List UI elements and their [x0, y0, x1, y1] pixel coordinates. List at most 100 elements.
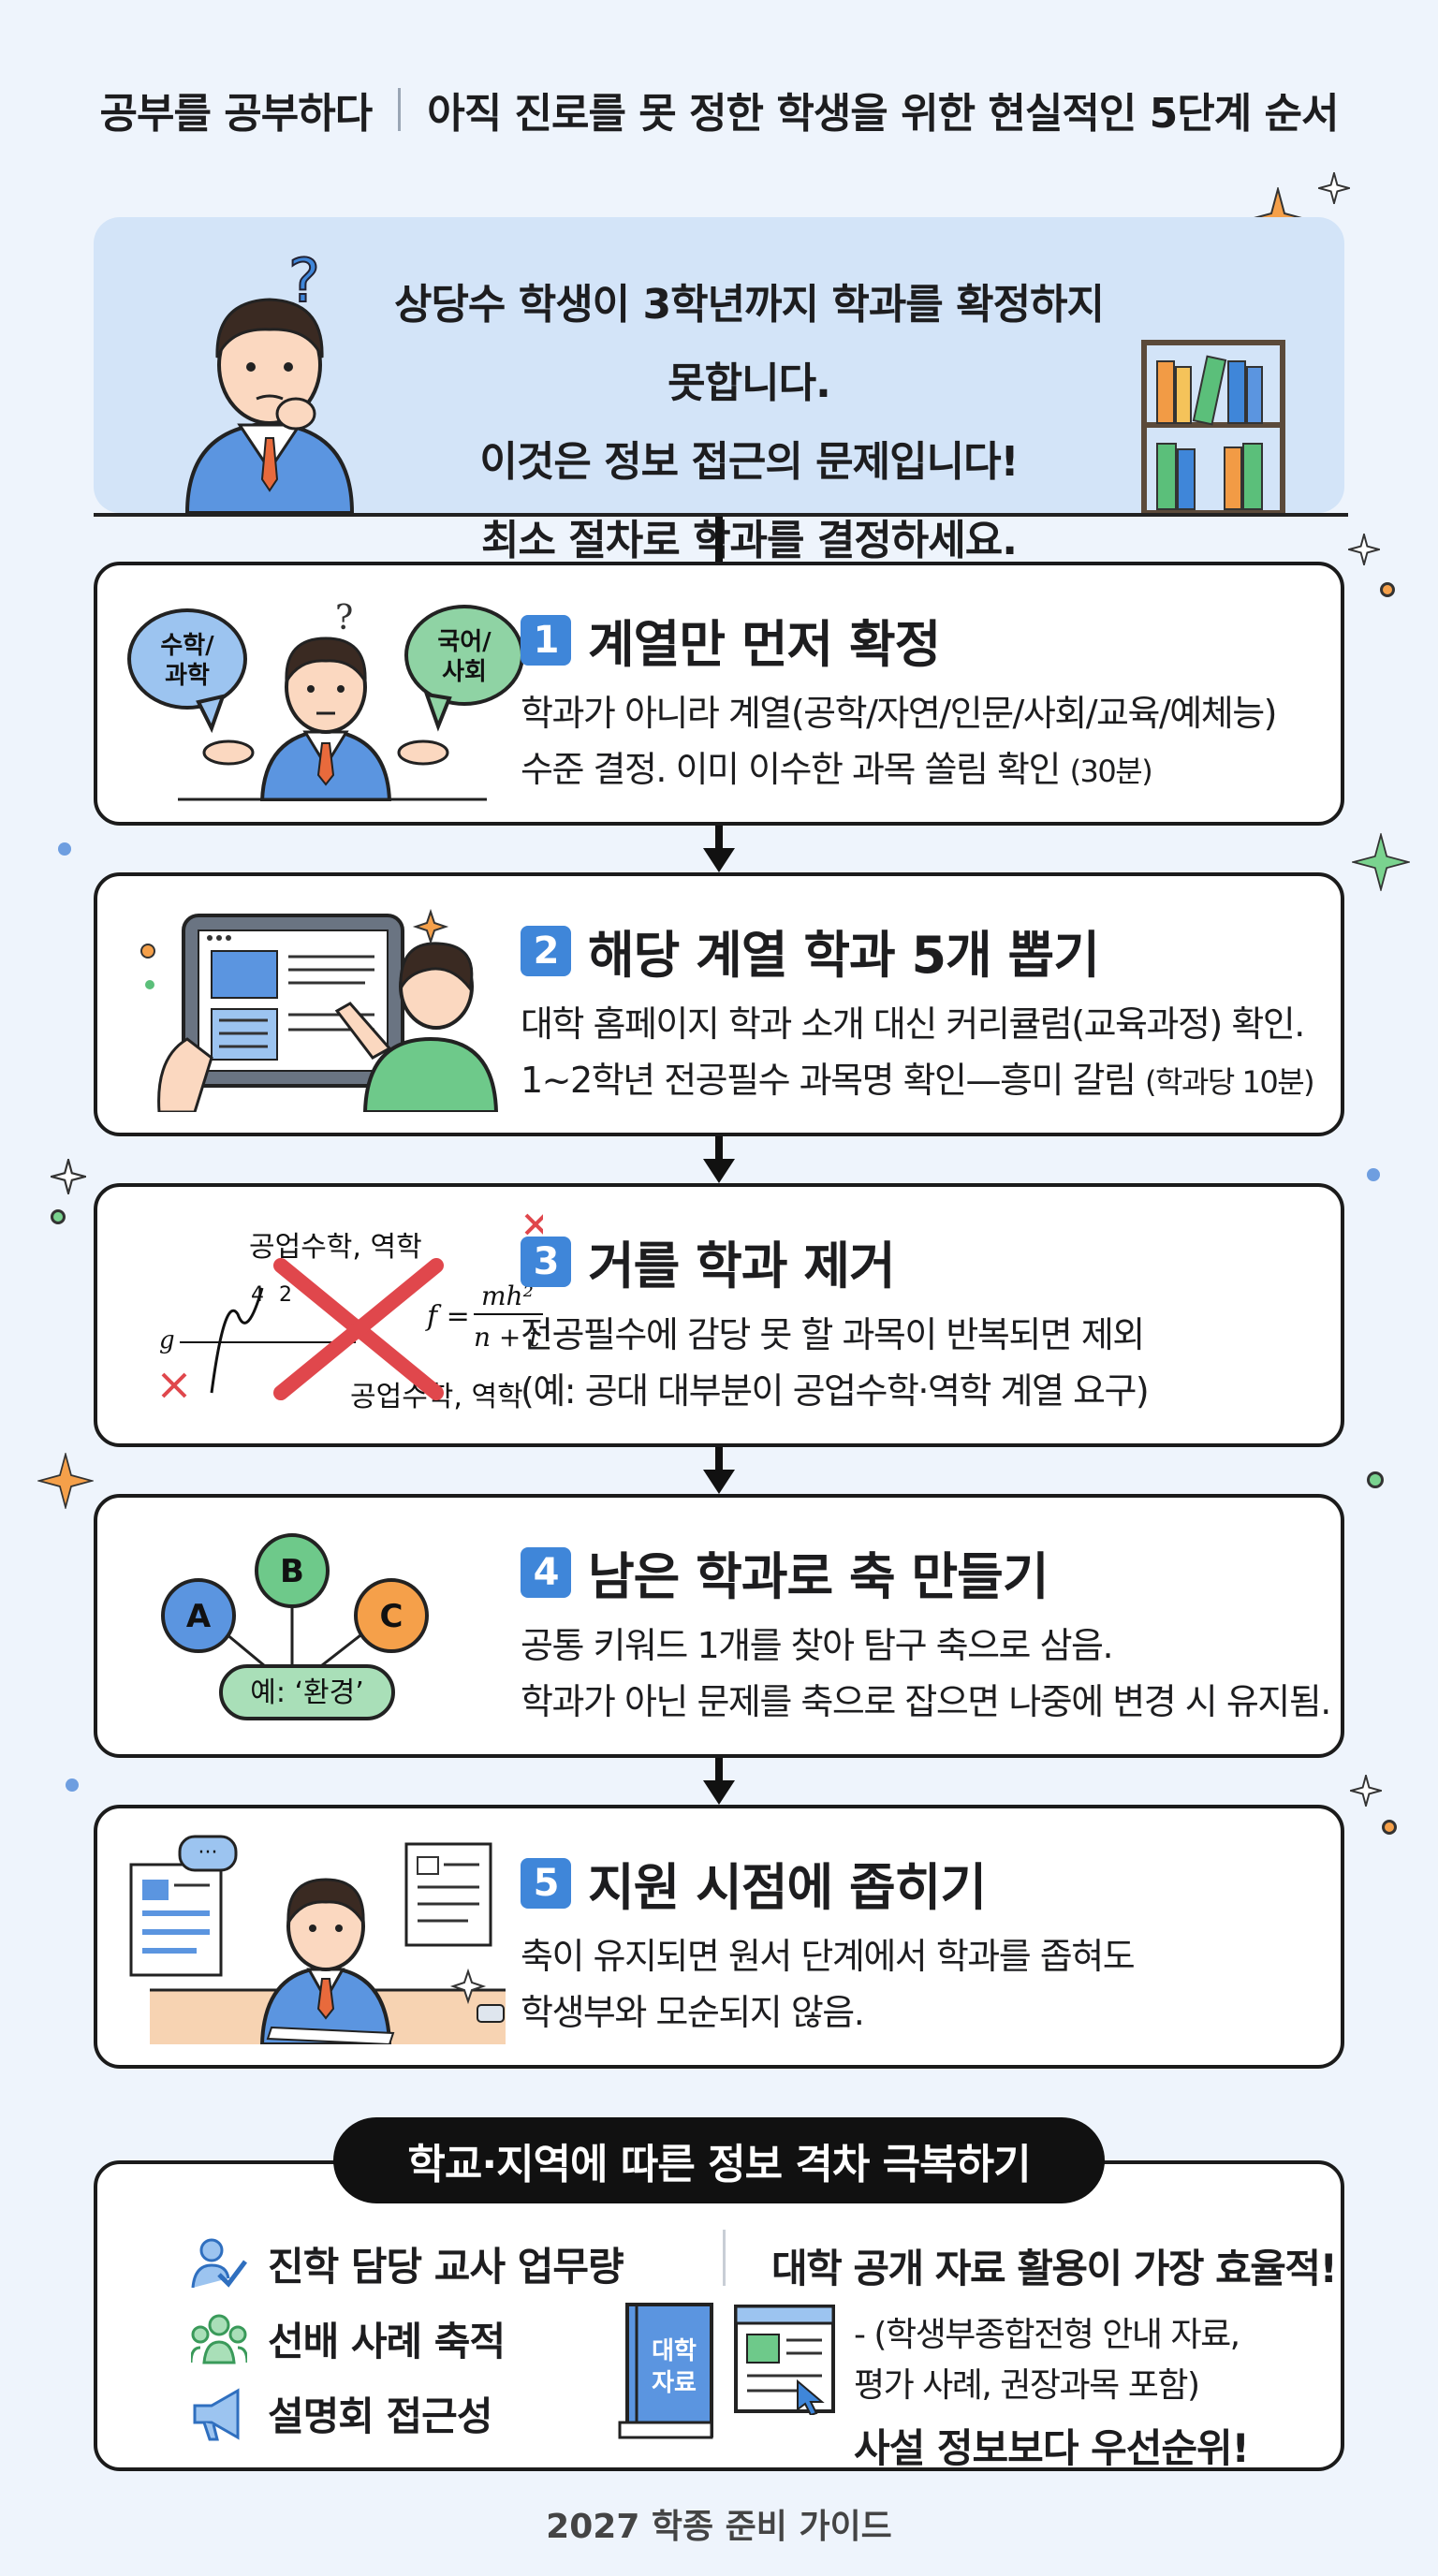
megaphone-icon — [193, 2387, 240, 2440]
brand-name: 공부를 공부하다 — [99, 90, 374, 138]
step-heading: 계열만 먼저 확정 — [588, 615, 941, 674]
resource-detail-line: 평가 사례, 권장과목 포함) — [854, 2366, 1200, 2405]
step-card-3: 공업수학, 역학 공업수학, 역학 g 4 2 f = mh² n + t 3 … — [94, 1183, 1344, 1447]
column-divider — [723, 2230, 726, 2286]
decor-dot — [1382, 1820, 1397, 1835]
people-group-icon — [191, 2314, 247, 2364]
svg-text:···: ··· — [198, 1841, 218, 1865]
svg-text:자료: 자료 — [652, 2369, 697, 2397]
tablet-browsing-icon — [140, 908, 499, 1112]
formula-lhs: f = — [425, 1300, 470, 1333]
decor-dot — [51, 1209, 66, 1224]
step-card-2: 2 해당 계열 학과 5개 뽑기 대학 홈페이지 학과 소개 대신 커리큘럼(교… — [94, 872, 1344, 1136]
step-number-badge: 5 — [521, 1857, 571, 1909]
desc-line: 학과가 아닌 문제를 축으로 잡으면 나중에 변경 시 유지됨. — [521, 1681, 1331, 1722]
factor-label: 설명회 접근성 — [268, 2393, 492, 2439]
step-number-badge: 1 — [521, 614, 571, 666]
time-estimate: (학과당 10분) — [1145, 1064, 1315, 1100]
factor-item: 설명회 접근성 — [191, 2385, 492, 2442]
section-title-pill: 학교·지역에 따른 정보 격차 극복하기 — [333, 2117, 1105, 2203]
step-title: 3 거를 학과 제거 — [521, 1224, 896, 1298]
step-card-4: A B C 예: ‘환경’ 4 남은 학과로 축 만들기 공통 키워드 1개를 … — [94, 1494, 1344, 1758]
intro-line: 최소 절차로 학과를 결정하세요. — [481, 517, 1018, 564]
sparkle-icon — [51, 1159, 86, 1194]
sparkle-icon — [1350, 1775, 1382, 1807]
intro-line: 이것은 정보 접근의 문제입니다! — [479, 438, 1019, 486]
resource-headline: 대학 공개 자료 활용이 가장 효율적! — [771, 2246, 1338, 2291]
page-header: 공부를 공부하다 아직 진로를 못 정한 학생을 위한 현실적인 5단계 순서 — [0, 77, 1438, 142]
writing-application-icon: ··· — [129, 1835, 506, 2044]
factor-item: 진학 담당 교사 업무량 — [191, 2235, 624, 2292]
decor-dot — [58, 842, 71, 856]
factor-label: 진학 담당 교사 업무량 — [268, 2244, 624, 2290]
step-number-badge: 3 — [521, 1236, 571, 1287]
step-card-1: 수학/ 과학 국어/ 사회 ? 1 계열만 먼저 확정 학과가 아니라 계열(공… — [94, 562, 1344, 826]
intro-banner: ? 상당수 학생이 3학년까지 학과를 확정하지 못합니다. 이것은 정보 접근… — [94, 217, 1344, 564]
intro-message: 상당수 학생이 3학년까지 학과를 확정하지 못합니다. 이것은 정보 접근의 … — [374, 266, 1123, 580]
down-arrow-icon — [703, 848, 735, 872]
desc-line: 대학 홈페이지 학과 소개 대신 커리큘럼(교육과정) 확인. — [521, 1003, 1305, 1045]
decor-dot — [66, 1778, 79, 1792]
counselor-check-icon — [191, 2238, 247, 2288]
bubble-label: 사회 — [442, 658, 487, 686]
node-a: A — [186, 1598, 212, 1635]
step-heading: 해당 계열 학과 5개 뽑기 — [588, 926, 1100, 985]
svg-text:대학: 대학 — [652, 2337, 697, 2365]
page-title: 아직 진로를 못 정한 학생을 위한 현실적인 5단계 순서 — [427, 90, 1339, 138]
crossed-out-subject-icon: 공업수학, 역학 공업수학, 역학 g 4 2 f = mh² n + t — [159, 1213, 543, 1413]
step-card-5: ··· 5 지원 시점에 좁히기 축이 유지되면 원서 단계에서 학과를 좁혀도… — [94, 1805, 1344, 2069]
desc-line: (예: 공대 대부분이 공업수학·역학 계열 요구) — [521, 1370, 1150, 1412]
desc-line: 전공필수에 감당 못 할 과목이 반복되면 제외 — [521, 1314, 1145, 1355]
desc-line: 축이 유지되면 원서 단계에서 학과를 좁혀도 — [521, 1936, 1136, 1977]
down-arrow-icon — [703, 1780, 735, 1805]
factor-label: 선배 사례 축적 — [268, 2319, 506, 2364]
down-arrow-icon — [703, 1470, 735, 1494]
intro-underline — [94, 513, 1348, 517]
footer-caption: 2027 학종 준비 가이드 — [546, 2508, 892, 2546]
step-title: 2 해당 계열 학과 5개 뽑기 — [521, 914, 1100, 988]
step-title: 5 지원 시점에 좁히기 — [521, 1846, 987, 1920]
desc-line: 수준 결정. 이미 이수한 과목 쏠림 확인 — [521, 749, 1061, 790]
flow-connector — [715, 1758, 723, 1780]
browser-window-icon — [734, 2305, 835, 2415]
step-heading: 남은 학과로 축 만들기 — [588, 1547, 1049, 1606]
desc-line: 공통 키워드 1개를 찾아 탐구 축으로 삼음. — [521, 1625, 1114, 1666]
info-gap-card: 진학 담당 교사 업무량 선배 사례 축적 설명회 접근성 대학 공개 자료 활… — [94, 2160, 1344, 2471]
sparkle-icon — [1318, 172, 1350, 204]
decor-dot — [1367, 1168, 1380, 1181]
bubble-label: 수학/ — [160, 632, 214, 660]
node-c: C — [380, 1598, 404, 1635]
svg-text:2: 2 — [279, 1283, 292, 1307]
step-description: 공통 키워드 1개를 찾아 탐구 축으로 삼음. 학과가 아닌 문제를 축으로 … — [521, 1617, 1344, 1730]
desc-line: 학생부와 모순되지 않음. — [521, 1992, 865, 2033]
step-number-badge: 2 — [521, 925, 571, 976]
svg-text:4: 4 — [251, 1283, 264, 1307]
university-book-icon: 대학 자료 — [618, 2303, 713, 2439]
step-description: 대학 홈페이지 학과 소개 대신 커리큘럼(교육과정) 확인. 1~2학년 전공… — [521, 996, 1344, 1110]
step-title: 4 남은 학과로 축 만들기 — [521, 1535, 1049, 1609]
step-description: 전공필수에 감당 못 할 과목이 반복되면 제외 (예: 공대 대부분이 공업수… — [521, 1307, 1344, 1419]
desc-line: 1~2학년 전공필수 과목명 확인—흥미 갈림 — [521, 1060, 1137, 1101]
step-heading: 거를 학과 제거 — [588, 1237, 896, 1295]
bubble-label: 과학 — [165, 662, 210, 690]
bookshelf-icon — [1141, 340, 1285, 513]
svg-text:g: g — [159, 1326, 175, 1354]
decor-dot — [1380, 582, 1395, 597]
thinking-student-icon: ? — [184, 246, 355, 513]
choosing-student-icon: 수학/ 과학 국어/ 사회 ? — [127, 599, 524, 801]
keyword-axis-diagram: A B C 예: ‘환경’ — [161, 1533, 429, 1720]
flow-connector — [715, 1136, 723, 1159]
subject-label: 공업수학, 역학 — [249, 1231, 422, 1264]
sparkle-icon — [1352, 833, 1410, 891]
priority-note: 사설 정보보다 우선순위! — [854, 2425, 1250, 2471]
flow-connector — [715, 1447, 723, 1470]
step-number-badge: 4 — [521, 1546, 571, 1598]
node-b: B — [280, 1553, 304, 1590]
header-divider — [398, 88, 402, 131]
step-title: 1 계열만 먼저 확정 — [521, 603, 941, 677]
down-arrow-icon — [703, 1159, 735, 1183]
flow-connector — [715, 517, 723, 562]
intro-line: 상당수 학생이 3학년까지 학과를 확정하지 못합니다. — [393, 281, 1105, 407]
flow-connector — [715, 826, 723, 848]
svg-text:?: ? — [335, 599, 353, 637]
